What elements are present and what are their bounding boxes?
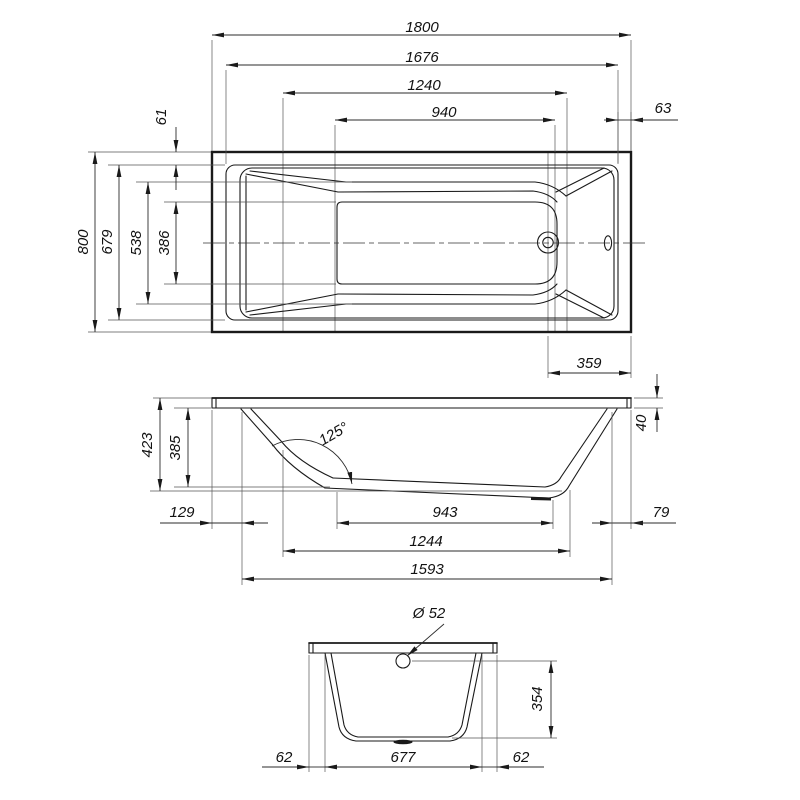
foot-wall-outer-line bbox=[548, 408, 618, 499]
wall-contour-line bbox=[337, 283, 558, 296]
drain-icon bbox=[536, 231, 560, 254]
dim-top-length-bottom: 940 bbox=[431, 104, 457, 121]
wall-contour-line bbox=[337, 190, 558, 203]
dim-side-back-overhang: 129 bbox=[169, 504, 195, 521]
dim-top-length-basin: 1240 bbox=[407, 77, 441, 94]
dim-top-width-basin: 538 bbox=[128, 230, 145, 256]
dim-end-overhang-left: 62 bbox=[276, 749, 293, 766]
dim-side-bottom-length: 1244 bbox=[409, 533, 442, 550]
foot-slope-line bbox=[565, 170, 613, 197]
drain-icon bbox=[393, 739, 413, 745]
dim-side-rim-height: 40 bbox=[633, 414, 650, 431]
top-view-dimensions: 1800 1676 1240 940 63 800 679 bbox=[75, 19, 678, 378]
dim-end-overflow-to-bottom: 354 bbox=[529, 686, 546, 711]
dim-side-front-overhang: 79 bbox=[653, 504, 670, 521]
leader-line bbox=[406, 623, 445, 657]
side-view-dimensions: 423 385 40 129 943 79 1244 bbox=[139, 374, 676, 585]
backrest-slope-line bbox=[245, 173, 339, 193]
wall-contour-line bbox=[345, 181, 567, 197]
bottom-inner-line bbox=[332, 477, 546, 488]
backrest-slope-line bbox=[249, 303, 347, 316]
tub-rim-inner-edge bbox=[225, 164, 619, 321]
overflow-icon bbox=[395, 653, 411, 669]
drain-icon-inner bbox=[542, 236, 554, 249]
dim-top-width-bottom: 386 bbox=[156, 230, 173, 256]
wall-contour-line bbox=[345, 289, 567, 305]
dim-top-rim-offset-right: 63 bbox=[655, 100, 672, 117]
end-view: Ø 52 bbox=[308, 605, 498, 745]
tub-outer-edge bbox=[210, 150, 633, 334]
wall-outer-right bbox=[449, 652, 483, 742]
backrest-slope-line bbox=[245, 293, 339, 313]
backrest-outer-line bbox=[240, 408, 326, 489]
dim-top-drain-to-end: 359 bbox=[576, 355, 602, 372]
dim-end-overflow-diameter: Ø 52 bbox=[412, 605, 446, 622]
dim-top-rim-offset-top: 61 bbox=[153, 109, 170, 126]
drain-boss bbox=[530, 497, 552, 501]
dim-top-width-rim-inner: 679 bbox=[99, 229, 116, 255]
dim-side-depth-inner: 385 bbox=[167, 435, 184, 461]
top-view bbox=[203, 150, 646, 334]
basin-bottom-outline bbox=[336, 201, 558, 285]
wall-inner-left bbox=[330, 652, 359, 738]
foot-slope-line bbox=[555, 293, 605, 319]
dim-side-backrest-angle: 125° bbox=[316, 419, 351, 449]
foot-wall-inner-line bbox=[544, 408, 608, 488]
wall-outer-left bbox=[324, 652, 357, 742]
dim-top-length-rim-inner: 1676 bbox=[405, 49, 439, 66]
dim-top-width-overall: 800 bbox=[75, 229, 92, 255]
side-view: 125° bbox=[211, 397, 632, 501]
angle-arc bbox=[271, 439, 353, 485]
dim-side-height-overall: 423 bbox=[139, 432, 156, 458]
wall-inner-right bbox=[447, 652, 477, 738]
dim-side-inner-length: 1593 bbox=[410, 561, 444, 578]
backrest-inner-line bbox=[250, 408, 334, 479]
dim-end-bottom-width: 677 bbox=[390, 749, 416, 766]
bottom-outer-line bbox=[324, 487, 550, 499]
backrest-slope-line bbox=[249, 170, 347, 183]
end-view-dimensions: 354 62 677 62 bbox=[262, 655, 557, 772]
foot-slope-line bbox=[555, 167, 605, 193]
dim-top-length-overall: 1800 bbox=[405, 19, 439, 36]
dim-end-overhang-right: 62 bbox=[513, 749, 530, 766]
foot-slope-line bbox=[565, 289, 613, 316]
dim-side-bottom-flat-length: 943 bbox=[432, 504, 458, 521]
